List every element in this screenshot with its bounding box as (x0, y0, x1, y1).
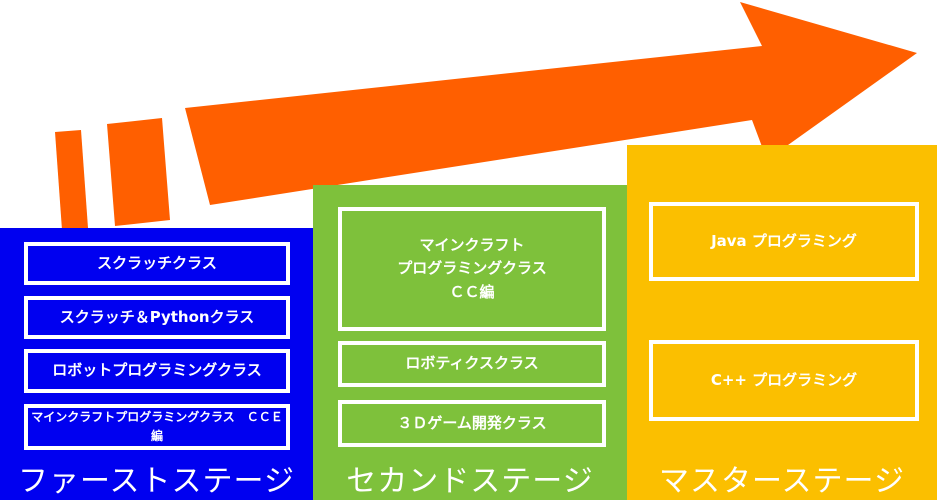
class-label: マインクラフトプログラミングクラス ＣＣＥ編 (31, 410, 283, 443)
class-box-cpp[interactable]: C++ プログラミング (649, 340, 919, 421)
master-stage-block: Java プログラミング C++ プログラミング マスターステージ (627, 145, 937, 500)
first-stage-block: スクラッチクラス スクラッチ＆Pythonクラス ロボットプログラミングクラス … (0, 228, 313, 500)
class-box-minecraft-cce[interactable]: マインクラフトプログラミングクラス ＣＣＥ編 (24, 404, 290, 450)
arrow-body (185, 2, 917, 205)
class-box-scratch[interactable]: スクラッチクラス (24, 242, 290, 285)
class-box-minecraft-cc[interactable]: マインクラフト プログラミングクラス ＣＣ編 (338, 207, 606, 331)
stage-label-second: セカンドステージ (346, 464, 594, 499)
class-box-robotics[interactable]: ロボティクスクラス (338, 341, 606, 387)
class-label: C++ プログラミング (710, 370, 858, 389)
class-box-robot[interactable]: ロボットプログラミングクラス (24, 349, 290, 393)
class-label: Java プログラミング (711, 231, 857, 250)
class-label: マインクラフト プログラミングクラス ＣＣ編 (397, 236, 547, 301)
arrow-dash-1 (55, 130, 88, 230)
class-box-java[interactable]: Java プログラミング (649, 202, 919, 281)
class-label: ロボットプログラミングクラス (52, 361, 262, 380)
stage-label-first: ファーストステージ (18, 464, 295, 499)
class-label: ロボティクスクラス (405, 354, 539, 373)
class-box-3d-game[interactable]: ３Ｄゲーム開発クラス (338, 400, 606, 447)
progress-arrow (55, 2, 917, 230)
class-box-scratch-python[interactable]: スクラッチ＆Pythonクラス (24, 296, 290, 339)
arrow-dash-2 (107, 118, 170, 226)
class-label: スクラッチクラス (97, 253, 217, 272)
second-stage-block: マインクラフト プログラミングクラス ＣＣ編 ロボティクスクラス ３Ｄゲーム開発… (313, 185, 627, 500)
stage-label-master: マスターステージ (659, 464, 905, 499)
class-label: ３Ｄゲーム開発クラス (397, 413, 547, 432)
class-label: スクラッチ＆Pythonクラス (59, 307, 255, 326)
